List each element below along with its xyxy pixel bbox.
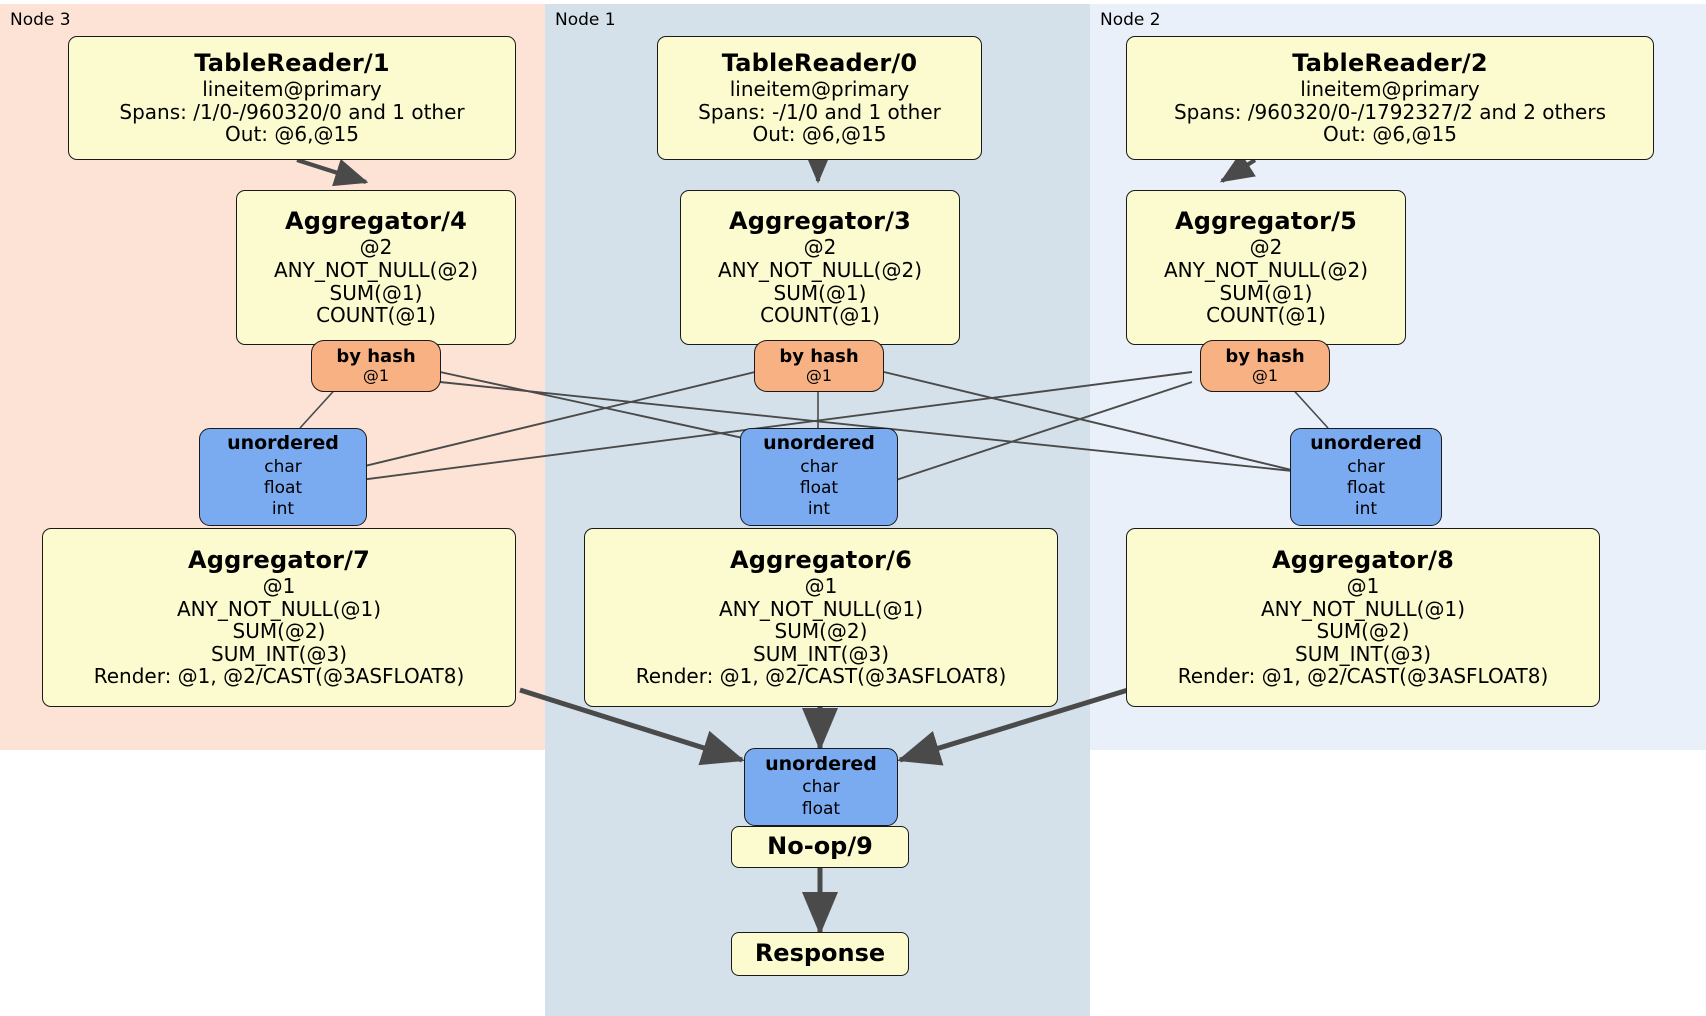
receiver-title: unordered	[227, 432, 339, 455]
cluster-label-node1: Node 1	[555, 10, 616, 30]
node-line-agg1: ANY_NOT_NULL(@1)	[1261, 596, 1465, 621]
receiver-type-2: float	[801, 798, 841, 819]
node-aggregator-4[interactable]: Aggregator/4 @2 ANY_NOT_NULL(@2) SUM(@1)…	[236, 190, 516, 345]
node-line-group: @1	[262, 574, 296, 599]
node-line-agg2: SUM(@1)	[1219, 280, 1313, 305]
node-line-agg3: SUM_INT(@3)	[211, 641, 347, 666]
receiver-unordered-node2[interactable]: unordered char float int	[1290, 428, 1442, 526]
node-line-group: @1	[1346, 574, 1380, 599]
node-line-agg2: SUM(@1)	[773, 280, 867, 305]
node-line-agg2: SUM(@2)	[1316, 619, 1410, 644]
node-title: No-op/9	[767, 832, 873, 861]
node-title: TableReader/1	[194, 49, 390, 78]
node-line-render: Render: @1, @2/CAST(@3ASFLOAT8)	[635, 664, 1007, 689]
cluster-label-node3: Node 3	[10, 10, 71, 30]
receiver-type-1: char	[1347, 456, 1385, 477]
node-line-spans: Spans: /1/0-/960320/0 and 1 other	[119, 99, 465, 124]
node-line-group: @2	[1249, 235, 1283, 260]
node-table-reader-2[interactable]: TableReader/2 lineitem@primary Spans: /9…	[1126, 36, 1654, 160]
receiver-type-2: float	[799, 478, 839, 499]
node-line-agg3: COUNT(@1)	[760, 303, 880, 328]
receiver-title: unordered	[1310, 432, 1422, 455]
node-aggregator-6[interactable]: Aggregator/6 @1 ANY_NOT_NULL(@1) SUM(@2)…	[584, 528, 1058, 707]
node-table-reader-0[interactable]: TableReader/0 lineitem@primary Spans: -/…	[657, 36, 982, 160]
node-line-table: lineitem@primary	[729, 77, 910, 102]
router-by-hash-node3[interactable]: by hash @1	[311, 340, 441, 392]
node-aggregator-7[interactable]: Aggregator/7 @1 ANY_NOT_NULL(@1) SUM(@2)…	[42, 528, 516, 707]
node-title: TableReader/2	[1292, 49, 1488, 78]
node-line-group: @2	[359, 235, 393, 260]
node-line-agg3: COUNT(@1)	[316, 303, 436, 328]
receiver-unordered-final[interactable]: unordered char float	[744, 748, 898, 826]
receiver-title: unordered	[763, 432, 875, 455]
receiver-type-1: char	[264, 456, 302, 477]
node-line-agg3: SUM_INT(@3)	[1295, 641, 1431, 666]
node-title: Response	[754, 939, 886, 968]
node-table-reader-1[interactable]: TableReader/1 lineitem@primary Spans: /1…	[68, 36, 516, 160]
node-line-agg1: ANY_NOT_NULL(@1)	[177, 596, 381, 621]
router-title: by hash	[779, 345, 859, 367]
receiver-unordered-node1[interactable]: unordered char float int	[740, 428, 898, 526]
node-line-agg1: ANY_NOT_NULL(@2)	[274, 257, 478, 282]
router-title: by hash	[1225, 345, 1305, 367]
node-response[interactable]: Response	[731, 932, 909, 976]
node-line-agg1: ANY_NOT_NULL(@2)	[718, 257, 922, 282]
receiver-unordered-node3[interactable]: unordered char float int	[199, 428, 367, 526]
router-key: @1	[362, 366, 390, 386]
node-title: TableReader/0	[721, 49, 918, 78]
node-title: Aggregator/5	[1174, 207, 1358, 236]
receiver-type-3: int	[1354, 499, 1378, 520]
receiver-title: unordered	[765, 753, 877, 776]
node-aggregator-8[interactable]: Aggregator/8 @1 ANY_NOT_NULL(@1) SUM(@2)…	[1126, 528, 1600, 707]
node-title: Aggregator/6	[729, 545, 913, 574]
node-line-spans: Spans: /960320/0-/1792327/2 and 2 others	[1173, 99, 1606, 124]
node-line-agg3: SUM_INT(@3)	[753, 641, 889, 666]
node-line-agg2: SUM(@2)	[774, 619, 868, 644]
router-key: @1	[1251, 366, 1279, 386]
node-line-table: lineitem@primary	[202, 77, 382, 102]
node-title: Aggregator/4	[284, 207, 468, 236]
node-title: Aggregator/7	[187, 545, 371, 574]
node-title: Aggregator/3	[728, 207, 912, 236]
receiver-type-2: float	[263, 478, 303, 499]
node-line-group: @1	[804, 574, 838, 599]
cluster-label-node2: Node 2	[1100, 10, 1161, 30]
node-line-table: lineitem@primary	[1300, 77, 1480, 102]
receiver-type-1: char	[800, 456, 838, 477]
router-by-hash-node2[interactable]: by hash @1	[1200, 340, 1330, 392]
node-line-agg1: ANY_NOT_NULL(@2)	[1164, 257, 1368, 282]
node-line-spans: Spans: -/1/0 and 1 other	[698, 99, 941, 124]
receiver-type-3: int	[271, 499, 295, 520]
receiver-type-2: float	[1346, 478, 1386, 499]
node-line-out: Out: @6,@15	[1323, 122, 1457, 147]
node-line-render: Render: @1, @2/CAST(@3ASFLOAT8)	[1177, 664, 1549, 689]
node-line-agg1: ANY_NOT_NULL(@1)	[719, 596, 923, 621]
node-line-render: Render: @1, @2/CAST(@3ASFLOAT8)	[93, 664, 465, 689]
node-title: Aggregator/8	[1271, 545, 1455, 574]
node-line-agg2: SUM(@2)	[232, 619, 326, 644]
node-aggregator-3[interactable]: Aggregator/3 @2 ANY_NOT_NULL(@2) SUM(@1)…	[680, 190, 960, 345]
node-line-agg3: COUNT(@1)	[1206, 303, 1326, 328]
router-title: by hash	[336, 345, 416, 367]
node-line-group: @2	[803, 235, 837, 260]
receiver-type-1: char	[802, 777, 840, 798]
node-line-out: Out: @6,@15	[225, 122, 359, 147]
node-aggregator-5[interactable]: Aggregator/5 @2 ANY_NOT_NULL(@2) SUM(@1)…	[1126, 190, 1406, 345]
node-line-out: Out: @6,@15	[752, 122, 887, 147]
router-by-hash-node1[interactable]: by hash @1	[754, 340, 884, 392]
router-key: @1	[805, 366, 833, 386]
node-no-op-9[interactable]: No-op/9	[731, 826, 909, 868]
receiver-type-3: int	[807, 499, 831, 520]
node-line-agg2: SUM(@1)	[329, 280, 423, 305]
